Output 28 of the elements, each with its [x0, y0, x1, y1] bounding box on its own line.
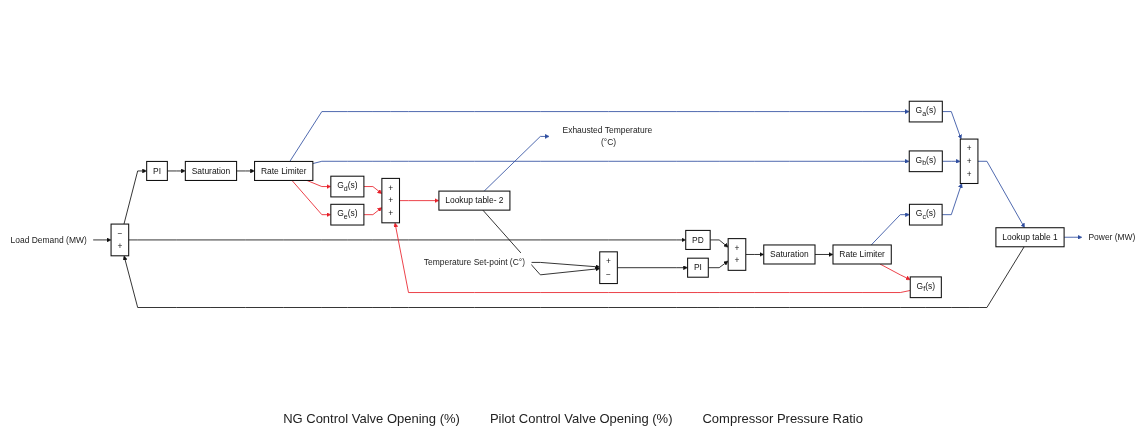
node-box [438, 190, 511, 211]
node-box [685, 229, 711, 250]
node-box [995, 226, 1065, 247]
signal-label: NG Control Valve Opening (%) [283, 411, 460, 426]
node-box [832, 244, 892, 265]
node-text: Load Demand (MW) [10, 234, 87, 244]
node-box [254, 160, 314, 181]
node-box [908, 150, 943, 172]
node-text: Power (MW) [1088, 232, 1136, 242]
node-box [110, 223, 130, 256]
signal-label: Compressor Pressure Ratio [702, 411, 863, 426]
node-text: Exhausted Temperature (°C) [562, 124, 653, 147]
node-box [330, 203, 365, 226]
node-box [146, 160, 168, 181]
node-box [687, 257, 709, 278]
node-box [330, 175, 365, 198]
node-box [727, 237, 747, 271]
node-box [599, 250, 618, 284]
block-diagram: Load Demand (MW) − + PI PD Saturation Rate Limiter G$_{a}$(s) G$_{d}$(s) G$_{b}$(s) G$_{e}$(s) G$_{c}$(s) G$_{f}$(s) + + + Lookup table 1 Power (MW) Temperature Set-point (C°) + − PI + + Saturation Rate Limiter + + + Lookup table- 2 Exhausted Temperature (°C) [0, 96, 1146, 312]
node-box [908, 100, 943, 123]
node-box [763, 244, 816, 265]
signal-label: Pilot Control Valve Opening (%) [489, 411, 673, 426]
node-box [184, 160, 238, 181]
node-box [381, 177, 401, 223]
node-box [959, 138, 979, 184]
node-text: Temperature Set-point (C°) [423, 257, 525, 267]
node-box [908, 203, 943, 226]
node-box [909, 276, 942, 298]
